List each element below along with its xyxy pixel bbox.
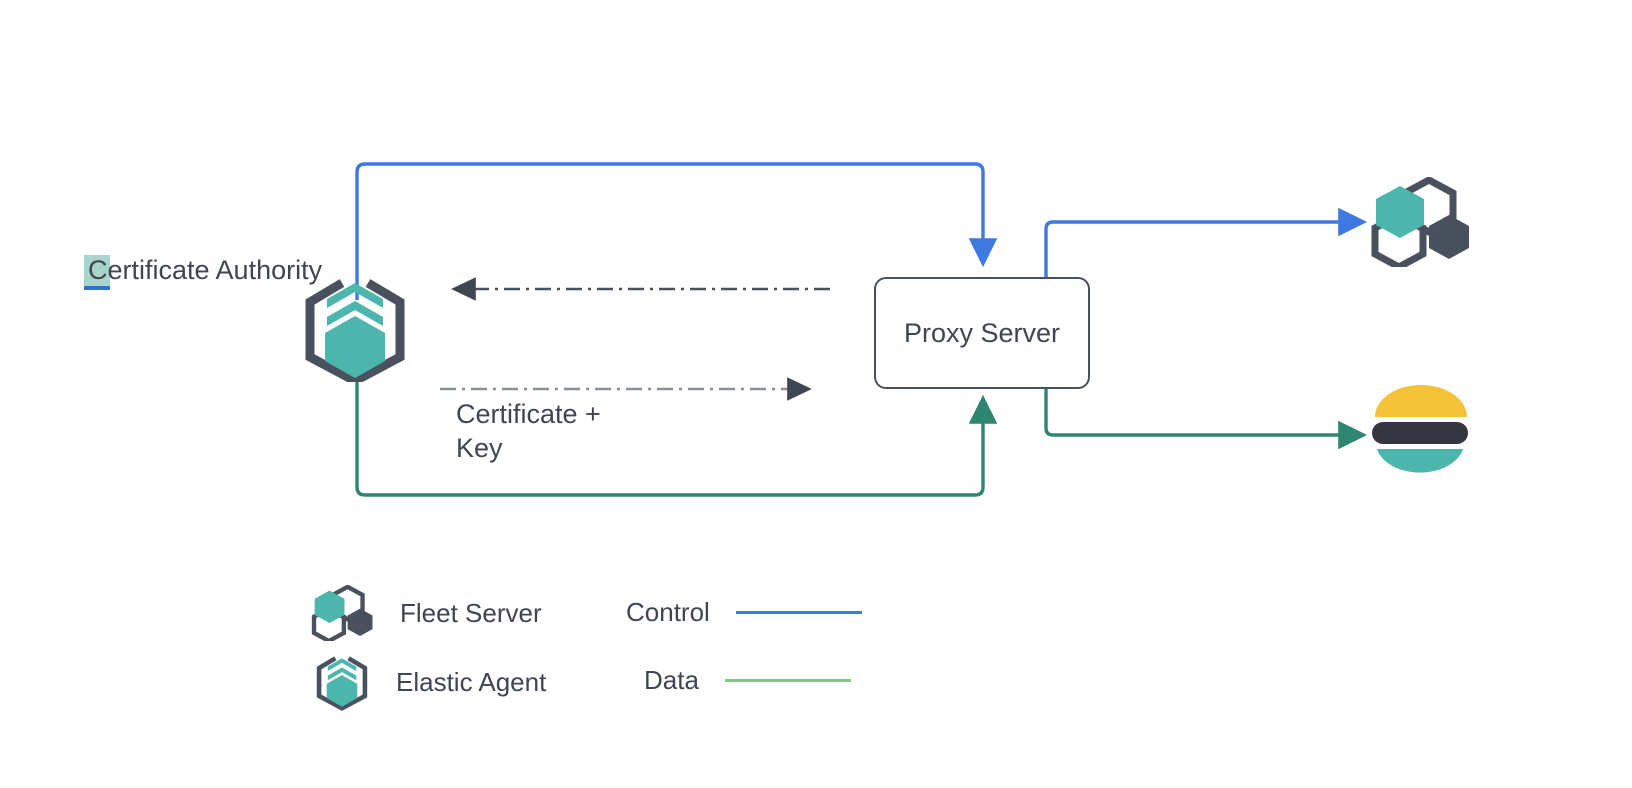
certificate-key-label: Certificate + Key [456,397,676,465]
legend-swatch-data [724,679,851,682]
legend-item-data: Data [644,665,851,696]
legend-item-control: Control [626,597,862,628]
legend-item-elastic-agent: Elastic Agent [314,653,546,711]
legend-item-fleet-server: Fleet Server [310,584,542,644]
proxy-server-node[interactable]: Proxy Server [874,277,1090,389]
edge-control-proxy-to-fleet [1044,207,1368,280]
certificate-authority-underline [84,286,110,290]
elastic-agent-icon [300,277,410,387]
legend: Fleet Server Elastic Agent Control [310,584,930,715]
certificate-authority-label: Certificate Authority [88,255,323,285]
fleet-server-icon [1371,176,1469,271]
elastic-agent-icon [314,653,370,711]
certificate-authority-highlight [84,255,110,287]
edge-data-agent-to-proxy [355,378,998,497]
legend-label-elastic-agent: Elastic Agent [396,666,547,697]
proxy-server-label: Proxy Server [903,317,1061,348]
certificate-key-line2: Key [456,433,503,463]
elasticsearch-icon [1371,385,1469,475]
edge-data-proxy-to-elasticsearch [1044,388,1368,450]
certificate-key-line1: Certificate + [456,399,601,429]
legend-label-fleet-server: Fleet Server [400,597,542,628]
legend-label-control: Control [626,597,710,627]
legend-swatch-control [735,611,862,614]
edge-control-agent-to-proxy [355,162,998,300]
fleet-server-icon [310,584,374,644]
legend-label-data: Data [644,665,699,695]
